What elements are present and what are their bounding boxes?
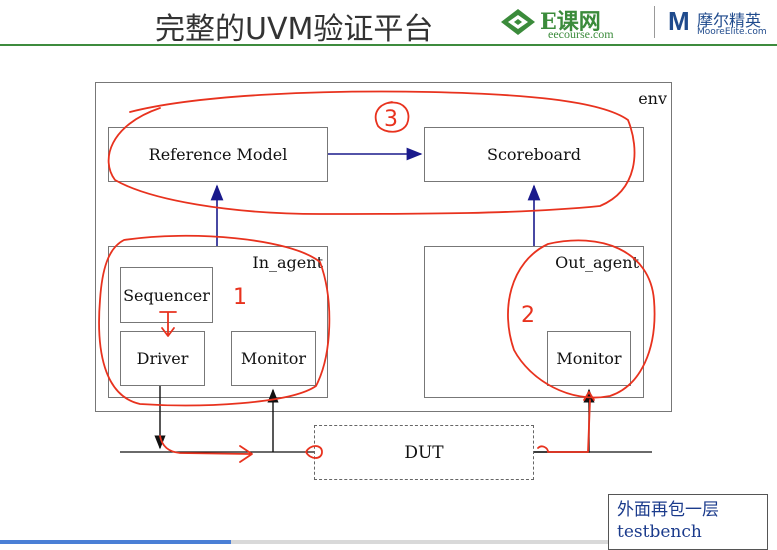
in-monitor-box: Monitor xyxy=(231,331,316,386)
note-line-2: testbench xyxy=(617,522,702,542)
brand-ecourse-url: eecourse.com xyxy=(548,27,614,41)
annotation-bus-stroke-2 xyxy=(305,445,323,459)
annotation-mark-1: 1 xyxy=(233,285,247,310)
moore-logo-icon: M xyxy=(668,6,690,36)
out-agent-label: Out_agent xyxy=(555,253,639,272)
slide-title: 完整的UVM验证平台 xyxy=(155,12,434,47)
reference-model-box: Reference Model xyxy=(108,127,328,182)
video-progress-fill xyxy=(0,540,232,544)
out-monitor-box: Monitor xyxy=(547,331,631,386)
annotation-bus-stroke xyxy=(159,435,253,463)
ecourse-logo-icon xyxy=(501,9,535,35)
annotation-mark-3: 3 xyxy=(384,107,398,132)
annotation-bus-stroke-4 xyxy=(583,391,595,401)
brand-divider xyxy=(654,6,655,38)
annotation-circle-3 xyxy=(374,101,410,133)
annotation-loop-2 xyxy=(507,239,656,399)
brand-moore: 摩尔精英 xyxy=(697,11,762,30)
brand-moore-url: MooreElite.com xyxy=(697,27,767,37)
note-line-1: 外面再包一层 xyxy=(617,500,719,520)
in-agent-label: In_agent xyxy=(252,253,323,272)
env-label: env xyxy=(638,89,667,108)
note-box: 外面再包一层 testbench xyxy=(608,494,768,550)
scoreboard-box: Scoreboard xyxy=(424,127,644,182)
dut-box: DUT xyxy=(314,425,534,480)
annotation-bus-stroke-3 xyxy=(537,399,591,453)
video-progress-bar[interactable] xyxy=(0,540,608,544)
annotation-loop-1 xyxy=(98,234,331,407)
brand-ecourse: E课网 xyxy=(540,9,601,35)
annotation-seq-driver-arrow xyxy=(159,311,177,337)
sequencer-box: Sequencer xyxy=(120,267,213,323)
annotation-loop-3 xyxy=(107,90,636,215)
driver-box: Driver xyxy=(120,331,205,386)
annotation-mark-2: 2 xyxy=(521,303,535,328)
header-rule xyxy=(0,44,777,46)
